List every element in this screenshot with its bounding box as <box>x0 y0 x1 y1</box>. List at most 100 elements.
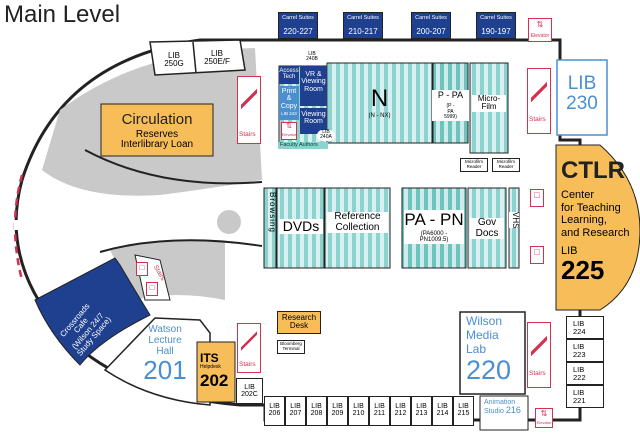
animation-shape <box>479 395 529 431</box>
lib-250ef-line2: 250E/F <box>204 57 230 67</box>
dvds-label[interactable]: DVDs <box>279 219 323 234</box>
elevator-bottom-right[interactable]: ⇅ Elevator <box>535 408 553 428</box>
gray-circle <box>217 210 241 234</box>
lib-250ef-line1: LIB <box>210 49 223 58</box>
page-title: Main Level <box>4 1 121 28</box>
stairs-icon <box>241 85 257 113</box>
ctlr-title: CTLR <box>561 157 625 184</box>
stairs-lower-right[interactable]: Stairs <box>527 322 551 388</box>
restroom-icon: □ <box>530 189 544 207</box>
ctlr-number: 225 <box>561 255 605 286</box>
carrel-title: Carrel Suites <box>282 15 314 21</box>
stairs-lower-center[interactable]: Stairs <box>237 323 261 373</box>
circulation-reserves: Reserves <box>135 128 179 140</box>
browsing-shape <box>263 187 277 269</box>
elevator-icon: ⇅ <box>536 20 544 29</box>
circulation-desk <box>100 103 214 157</box>
microfilm-label[interactable]: Micro-Film <box>472 94 506 112</box>
circulation-ill: Interlibrary Loan <box>120 139 194 151</box>
lib230-shape <box>556 59 608 136</box>
stacks-n-shape <box>326 62 433 144</box>
stairs-label: Stairs <box>239 361 256 368</box>
restroom-icon: □ <box>530 246 544 264</box>
stairs-upper-right[interactable]: Stairs <box>527 68 551 134</box>
faculty-authors-label: Faculty Authors <box>280 142 318 148</box>
stacks-n-label[interactable]: N (N - NX) <box>347 86 412 119</box>
stairs-upper-left[interactable]: Stairs <box>237 76 261 144</box>
lib-250ef-label[interactable]: LIB 250E/F <box>197 49 237 67</box>
papn-label[interactable]: PA - PN (PA6000 -PN1009.5) <box>404 210 464 245</box>
stairs-icon <box>531 333 547 359</box>
circulation-label[interactable]: Circulation Reserves Interlibrary Loan <box>101 112 213 151</box>
its-number: 202 <box>200 370 229 390</box>
lib-250g-line2: 250G <box>164 59 184 69</box>
elevator-label: Elevator <box>536 420 552 425</box>
elevator-top-right[interactable]: ⇅ Elevator <box>528 18 552 42</box>
browsing-label[interactable]: Browsing <box>268 192 277 233</box>
vhs-label[interactable]: VHS <box>509 212 520 229</box>
ctlr-shape <box>555 144 640 311</box>
its-label[interactable]: ITS Helpdesk 202 <box>200 352 228 390</box>
elevator-upper[interactable]: ⇅ Elevator <box>281 122 297 140</box>
lib-250g-label[interactable]: LIB 250G <box>156 51 192 69</box>
restroom-icon: □ <box>136 262 148 276</box>
circulation-title: Circulation <box>121 111 193 128</box>
stacks-n-title: N <box>370 85 389 112</box>
gray-band-lower <box>110 239 225 300</box>
its-sub: Helpdesk <box>200 363 221 370</box>
